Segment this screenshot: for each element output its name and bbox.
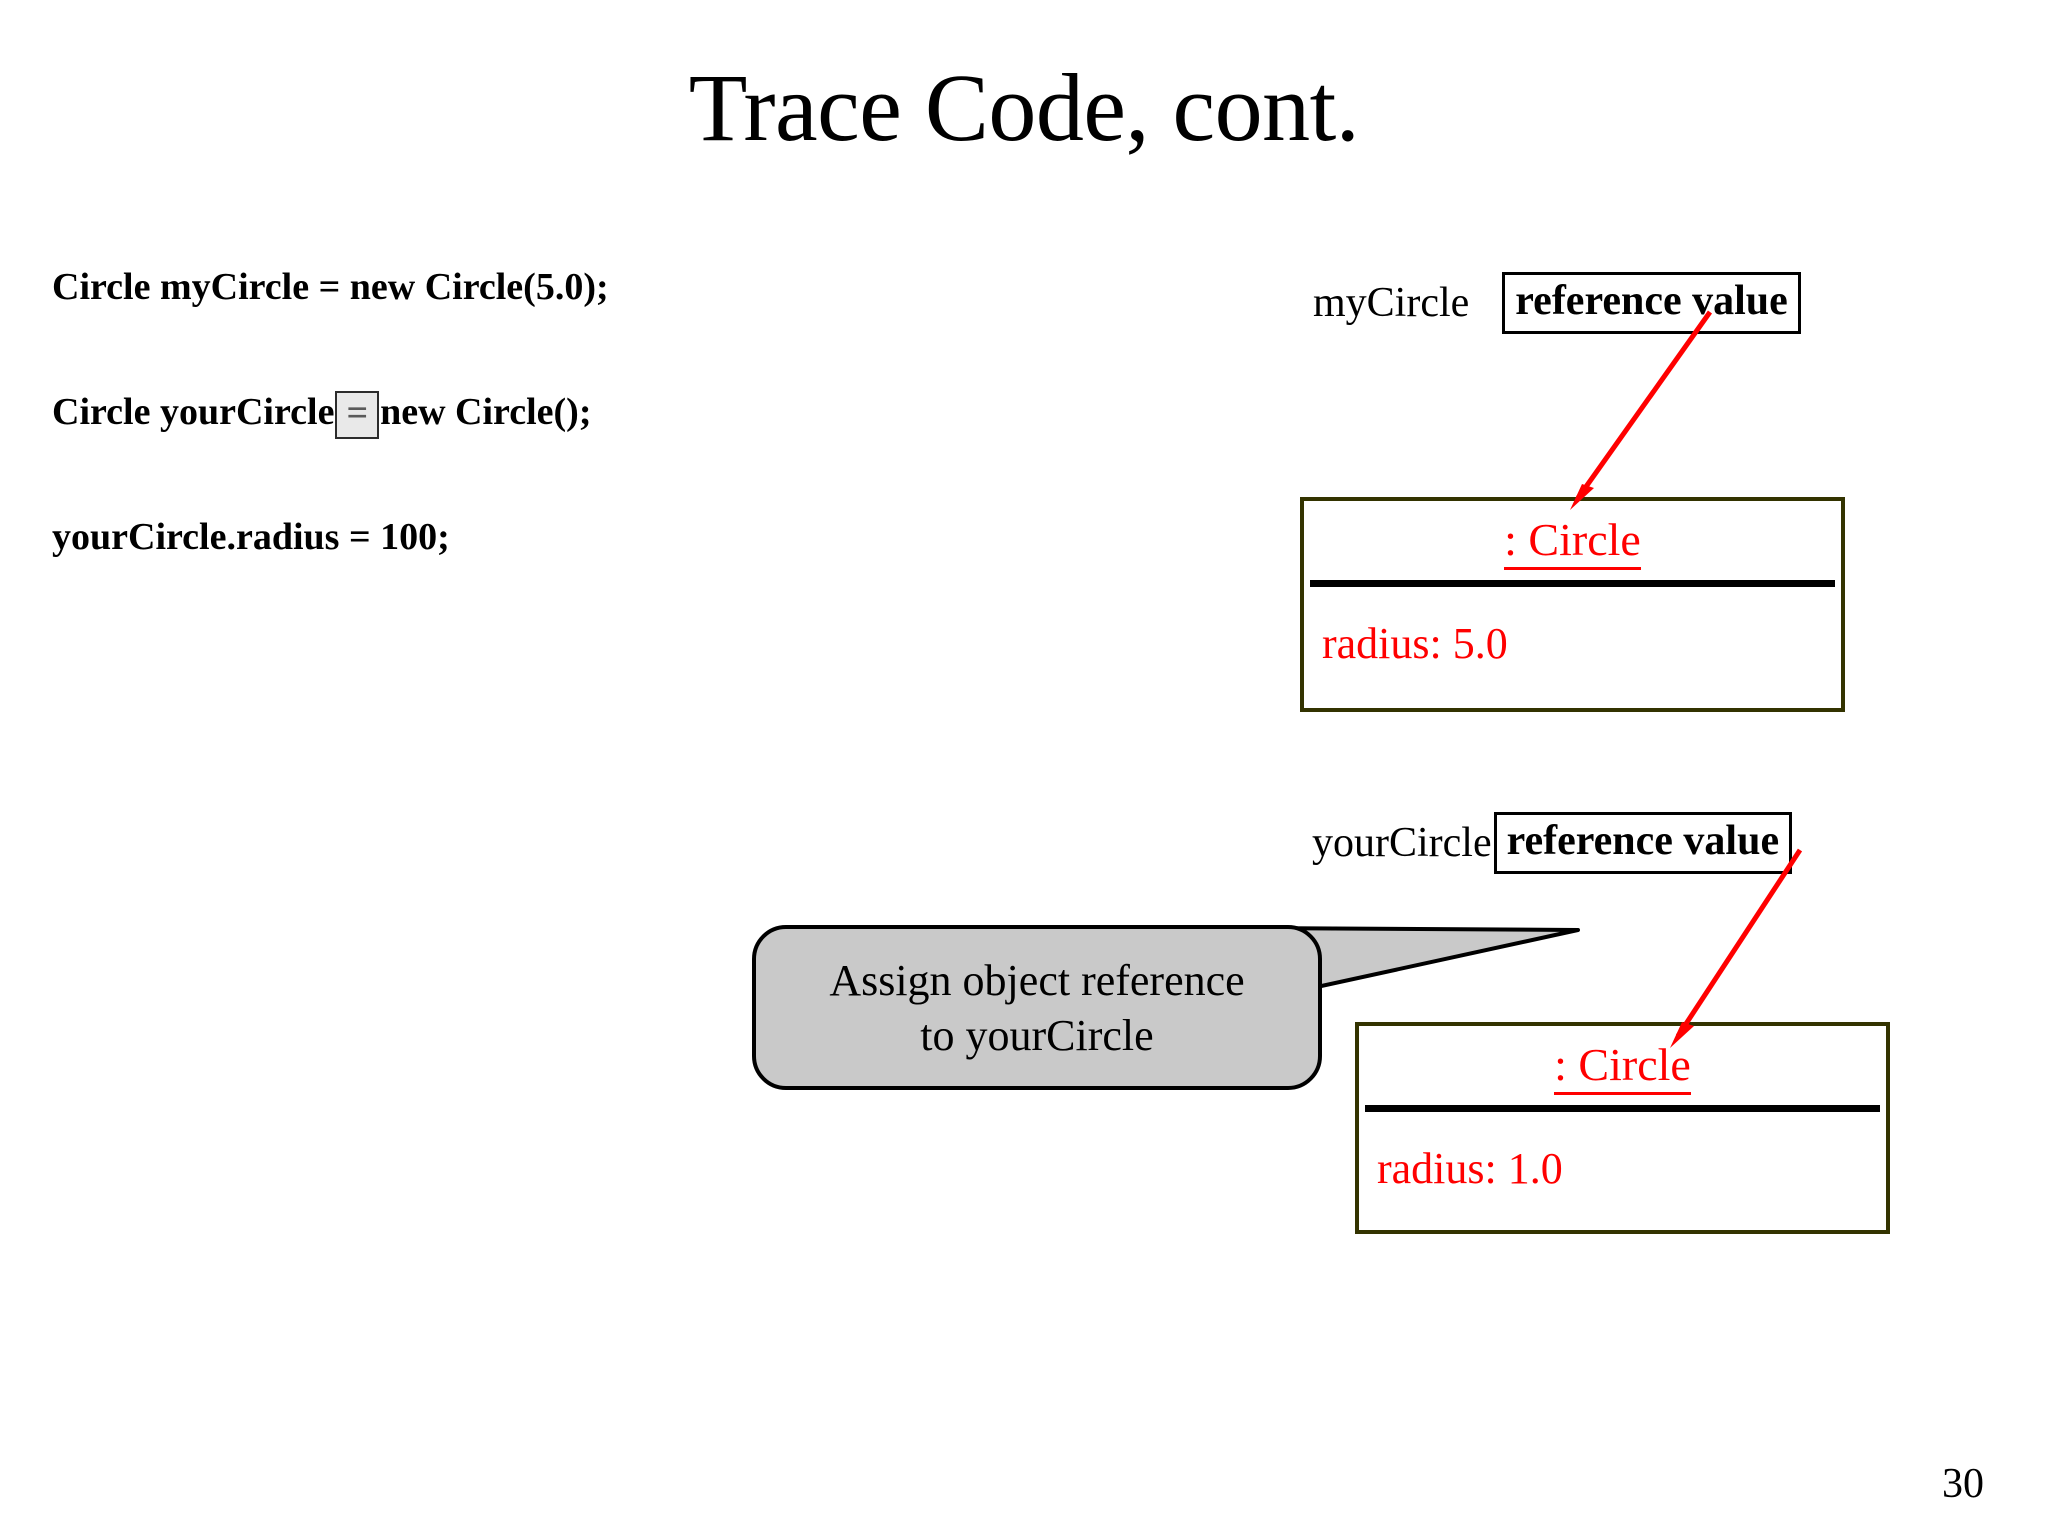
object-box-yourcircle: : Circle radius: 1.0 <box>1355 1022 1890 1234</box>
code-line-1: Circle myCircle = new Circle(5.0); <box>52 268 609 306</box>
arrow-line <box>1675 848 1803 1038</box>
page-title: Trace Code, cont. <box>688 54 1360 161</box>
variable-label-yourcircle: yourCircle <box>1312 820 1492 866</box>
reference-group-mycircle: myCircle reference value <box>1313 272 1801 334</box>
object-title-yourcircle: : Circle <box>1359 1026 1886 1095</box>
object-title-mycircle: : Circle <box>1304 501 1841 570</box>
callout-line-2: to yourCircle <box>920 1010 1154 1060</box>
code-line-3: yourCircle.radius = 100; <box>52 518 450 556</box>
reference-arrow-mycircle <box>1570 310 1713 510</box>
code-line-3-text: yourCircle.radius = 100; <box>52 516 450 558</box>
object-title-text: : Circle <box>1554 1039 1691 1095</box>
variable-label-mycircle: myCircle <box>1313 280 1470 326</box>
object-divider <box>1310 579 1835 587</box>
code-line-2-suffix: new Circle(); <box>380 391 592 433</box>
object-divider <box>1365 1104 1880 1112</box>
callout-line-1: Assign object reference <box>829 955 1245 1005</box>
code-line-2: Circle yourCircle=new Circle(); <box>52 390 592 440</box>
code-line-1-text: Circle myCircle = new Circle(5.0); <box>52 266 609 308</box>
reference-value-box-yourcircle: reference value <box>1493 812 1793 874</box>
page-number: 30 <box>1942 1461 1984 1507</box>
reference-group-yourcircle: yourCircle reference value <box>1312 812 1793 874</box>
code-line-2-prefix: Circle yourCircle <box>52 391 335 433</box>
arrow-line <box>1575 310 1713 500</box>
object-field-radius-yourcircle: radius: 1.0 <box>1377 1143 1563 1193</box>
callout-bubble: Assign object reference to yourCircle <box>752 925 1322 1090</box>
assignment-operator-highlight: = <box>335 391 380 440</box>
object-box-mycircle: : Circle radius: 5.0 <box>1300 497 1845 712</box>
object-title-text: : Circle <box>1504 514 1641 570</box>
callout-text: Assign object reference to yourCircle <box>829 953 1244 1063</box>
object-field-radius-mycircle: radius: 5.0 <box>1322 618 1508 668</box>
reference-value-box-mycircle: reference value <box>1502 272 1801 334</box>
